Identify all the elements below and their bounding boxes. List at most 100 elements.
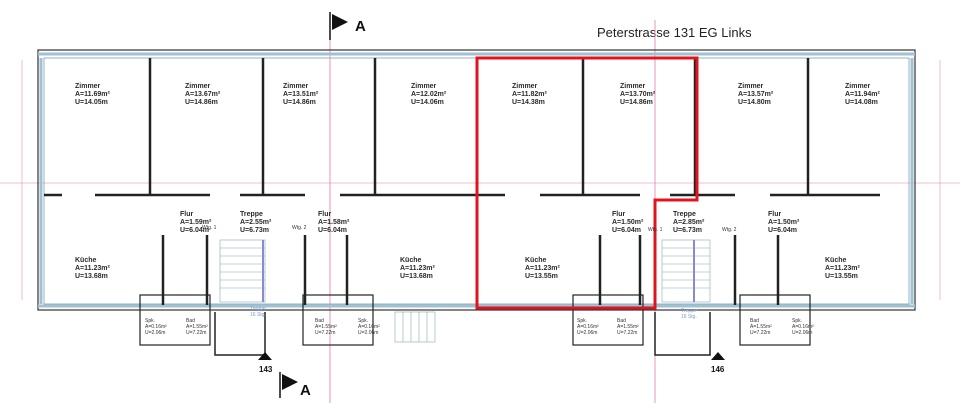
room-kueche-name: Küche bbox=[525, 257, 547, 264]
room-flur-name: Flur bbox=[612, 211, 625, 218]
room-small-perimeter: U=7.22m bbox=[186, 330, 206, 336]
room-small-name: Bad bbox=[315, 318, 324, 324]
room-treppe-area: A=2.55m² bbox=[240, 219, 272, 226]
room-flur-area: A=1.59m² bbox=[180, 219, 212, 226]
room-zimmer-perimeter: U=14.86m bbox=[185, 99, 218, 106]
stair-note: Treppe bbox=[250, 306, 266, 312]
svg-text:143: 143 bbox=[259, 365, 273, 374]
room-small-name: Bad bbox=[750, 318, 759, 324]
section-label-bottom: A bbox=[300, 382, 311, 399]
interior-walls bbox=[44, 58, 880, 356]
room-zimmer-area: A=13.57m² bbox=[738, 91, 774, 98]
room-flur-perimeter: U=6.04m bbox=[318, 227, 347, 234]
room-flur-name: Flur bbox=[180, 211, 193, 218]
room-small-name: Spk. bbox=[577, 318, 587, 324]
room-zimmer-perimeter: U=14.38m bbox=[512, 99, 545, 106]
room-kueche-perimeter: U=13.55m bbox=[525, 273, 558, 280]
section-marker-top: A bbox=[329, 12, 366, 40]
room-flur-area: A=1.50m² bbox=[612, 219, 644, 226]
room-kueche-name: Küche bbox=[400, 257, 422, 264]
room-zimmer-area: A=12.02m² bbox=[411, 91, 447, 98]
room-treppe-perimeter: U=6.73m bbox=[673, 227, 702, 234]
room-treppe-name: Treppe bbox=[673, 211, 696, 218]
room-kueche-area: A=11.23m² bbox=[400, 265, 435, 272]
room-small-area: A=0.16m² bbox=[145, 324, 167, 330]
room-zimmer-perimeter: U=14.08m bbox=[845, 99, 878, 106]
room-small-name: Spk. bbox=[145, 318, 155, 324]
room-zimmer-name: Zimmer bbox=[283, 83, 309, 90]
room-small-area: A=1.55m² bbox=[186, 324, 208, 330]
room-small-perimeter: U=7.22m bbox=[315, 330, 335, 336]
room-zimmer-area: A=11.69m² bbox=[75, 91, 110, 98]
room-small-perimeter: U=7.22m bbox=[750, 330, 770, 336]
room-zimmer-perimeter: U=14.80m bbox=[738, 99, 771, 106]
room-zimmer-area: A=13.51m² bbox=[283, 91, 319, 98]
room-small-name: Bad bbox=[617, 318, 626, 324]
unit-tag: Wtg. 2 bbox=[292, 225, 307, 231]
room-treppe-area: A=2.85m² bbox=[673, 219, 705, 226]
room-flur-perimeter: U=6.04m bbox=[768, 227, 797, 234]
room-small-perimeter: U=7.22m bbox=[617, 330, 637, 336]
svg-text:146: 146 bbox=[711, 365, 725, 374]
room-zimmer-area: A=13.70m² bbox=[620, 91, 656, 98]
staircase-left bbox=[219, 239, 266, 303]
room-zimmer-name: Zimmer bbox=[411, 83, 437, 90]
room-zimmer-name: Zimmer bbox=[185, 83, 211, 90]
room-small-perimeter: U=2.06m bbox=[577, 330, 597, 336]
room-zimmer-name: Zimmer bbox=[738, 83, 764, 90]
room-kueche-perimeter: U=13.68m bbox=[75, 273, 108, 280]
room-kueche-name: Küche bbox=[825, 257, 847, 264]
room-small-area: A=1.55m² bbox=[750, 324, 772, 330]
room-flur-area: A=1.50m² bbox=[768, 219, 800, 226]
apartment-highlight bbox=[475, 56, 699, 310]
room-small-area: A=0.16m² bbox=[792, 324, 814, 330]
room-zimmer-name: Zimmer bbox=[845, 83, 871, 90]
unit-tag: Wtg. 1 bbox=[202, 225, 217, 231]
room-small-name: Spk. bbox=[358, 318, 368, 324]
unit-tag: Wtg. 2 bbox=[722, 227, 737, 233]
plan-title: Peterstrasse 131 EG Links bbox=[597, 25, 752, 40]
room-zimmer-name: Zimmer bbox=[620, 83, 646, 90]
room-zimmer-area: A=11.94m² bbox=[845, 91, 880, 98]
room-kueche-area: A=11.23m² bbox=[525, 265, 560, 272]
room-flur-name: Flur bbox=[318, 211, 331, 218]
staircase-right bbox=[661, 239, 711, 303]
room-zimmer-perimeter: U=14.05m bbox=[75, 99, 108, 106]
room-small-area: A=1.55m² bbox=[617, 324, 639, 330]
room-zimmer-area: A=11.82m² bbox=[512, 91, 547, 98]
stair-note: 16 Stg. bbox=[681, 314, 697, 320]
room-small-perimeter: U=2.06m bbox=[792, 330, 812, 336]
axis-marker-146: 146 bbox=[711, 352, 725, 374]
room-small-area: A=0.16m² bbox=[577, 324, 599, 330]
entrance-steps bbox=[394, 311, 436, 343]
room-small-name: Bad bbox=[186, 318, 195, 324]
room-kueche-name: Küche bbox=[75, 257, 97, 264]
section-label-top: A bbox=[355, 18, 366, 35]
room-zimmer-name: Zimmer bbox=[75, 83, 101, 90]
axis-marker-143: 143 bbox=[258, 352, 273, 374]
unit-tag: Wtg. 1 bbox=[648, 227, 663, 233]
stair-note: Treppe bbox=[681, 308, 697, 314]
room-zimmer-perimeter: U=14.86m bbox=[620, 99, 653, 106]
room-flur-name: Flur bbox=[768, 211, 781, 218]
room-zimmer-perimeter: U=14.86m bbox=[283, 99, 316, 106]
room-zimmer-area: A=13.67m² bbox=[185, 91, 221, 98]
room-flur-perimeter: U=6.04m bbox=[612, 227, 641, 234]
room-flur-perimeter: U=6.04m bbox=[180, 227, 209, 234]
room-kueche-perimeter: U=13.55m bbox=[825, 273, 858, 280]
room-small-name: Spk. bbox=[792, 318, 802, 324]
stair-note: 16 Stg. bbox=[250, 312, 266, 318]
room-flur-area: A=1.58m² bbox=[318, 219, 350, 226]
room-small-area: A=0.16m² bbox=[358, 324, 380, 330]
room-zimmer-name: Zimmer bbox=[512, 83, 538, 90]
room-small-perimeter: U=2.06m bbox=[358, 330, 378, 336]
room-treppe-name: Treppe bbox=[240, 211, 263, 218]
room-treppe-perimeter: U=6.73m bbox=[240, 227, 269, 234]
room-small-perimeter: U=2.06m bbox=[145, 330, 165, 336]
room-zimmer-perimeter: U=14.06m bbox=[411, 99, 444, 106]
room-small-area: A=1.55m² bbox=[315, 324, 337, 330]
room-kueche-perimeter: U=13.68m bbox=[400, 273, 433, 280]
room-kueche-area: A=11.23m² bbox=[825, 265, 860, 272]
room-kueche-area: A=11.23m² bbox=[75, 265, 110, 272]
